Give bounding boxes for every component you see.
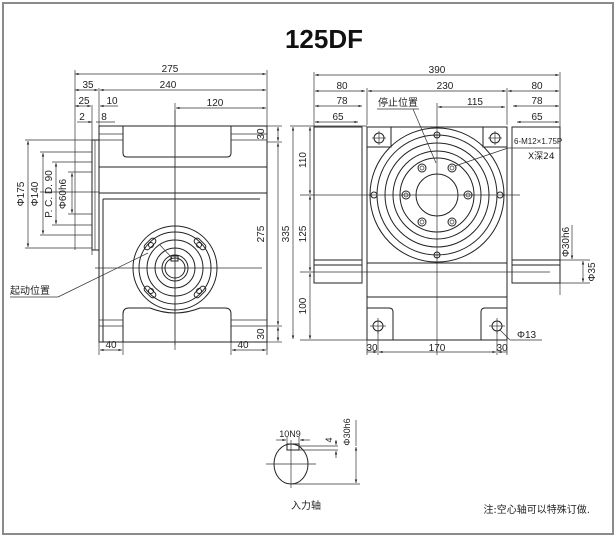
dim-240: 240 (160, 80, 177, 91)
dim-phi175: Φ175 (16, 181, 27, 206)
shaft-diameter: Φ30h6 (342, 418, 352, 445)
dim-right-30-bottom: 30 (256, 328, 267, 340)
keyway-depth: 4 (324, 437, 334, 442)
dim-right-275: 275 (256, 225, 267, 242)
dim-right-30-top: 30 (256, 128, 267, 140)
dim-110: 110 (298, 152, 309, 168)
dim-phi60h6: Φ60h6 (58, 178, 69, 209)
dim-phi140: Φ140 (30, 181, 41, 206)
thread-note: 6-M12×1.75P (514, 137, 562, 146)
dim-10: 10 (106, 96, 118, 107)
dim-phi35: Φ35 (587, 262, 598, 282)
label-stop-position: 停止位置 (378, 96, 418, 109)
dim-390: 390 (429, 65, 446, 76)
dim-25: 25 (78, 96, 90, 107)
left-view: 275 35 240 25 10 120 2 8 (10, 64, 282, 355)
dim-78-left: 78 (336, 96, 348, 107)
dim-65-left: 65 (332, 112, 344, 123)
dim-30-left: 30 (366, 343, 378, 354)
dim-170: 170 (429, 343, 446, 354)
dim-bottom-40-right: 40 (237, 340, 249, 351)
dim-78-right: 78 (531, 96, 543, 107)
dim-100: 100 (298, 297, 309, 314)
dim-230: 230 (437, 81, 454, 92)
dim-8: 8 (101, 112, 107, 123)
dim-35: 35 (82, 80, 94, 91)
dim-275: 275 (162, 64, 179, 75)
dim-pcd90: P. C. D. 90 (44, 170, 55, 218)
thread-depth: X深24 (528, 151, 555, 162)
label-start-position: 起动位置 (10, 284, 50, 297)
dim-115: 115 (467, 97, 483, 108)
input-shaft-label: 入力轴 (291, 499, 321, 512)
dim-phi30h6: Φ30h6 (561, 226, 572, 257)
input-shaft-detail: 10N9 4 Φ30h6 入力轴 (266, 418, 360, 512)
flange-bolt-holes (370, 131, 504, 259)
hole-callout: Φ13 (517, 330, 537, 341)
dim-120: 120 (207, 98, 224, 109)
right-view: 390 80 230 80 78 115 78 65 65 (281, 65, 598, 355)
dim-30-right: 30 (496, 343, 508, 354)
note-text: 注:空心轴可以特殊订做. (483, 503, 590, 516)
dim-80-left: 80 (336, 81, 348, 92)
dim-2: 2 (79, 112, 85, 123)
keyway-width: 10N9 (279, 429, 301, 439)
dim-65-right: 65 (531, 112, 543, 123)
dim-335: 335 (281, 225, 292, 242)
bolt-slots (143, 237, 207, 299)
dim-bottom-40-left: 40 (105, 340, 117, 351)
dim-80-right: 80 (531, 81, 543, 92)
drawing-title: 125DF (285, 24, 363, 54)
dim-125: 125 (298, 225, 309, 242)
